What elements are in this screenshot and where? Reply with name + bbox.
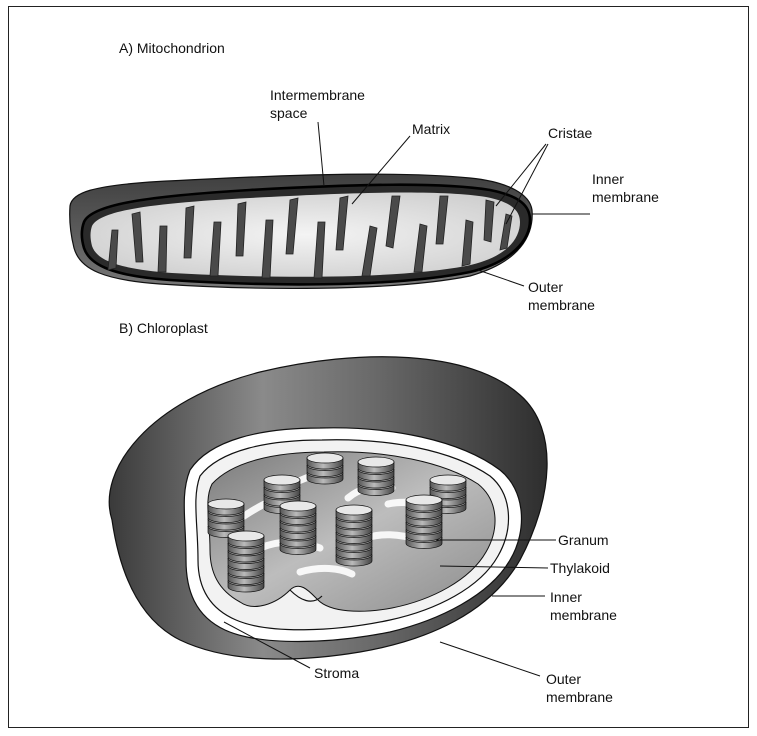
thylakoid-disk-top — [336, 505, 372, 515]
granum-stack — [228, 531, 264, 592]
panel-a-title: A) Mitochondrion — [119, 40, 225, 56]
label-stroma: Stroma — [314, 664, 359, 682]
label-cristae: Cristae — [548, 124, 592, 142]
label-matrix: Matrix — [412, 120, 450, 138]
granum-stack — [307, 453, 343, 484]
label-outer-membrane-a: Outer membrane — [528, 278, 595, 314]
label-inner-membrane-b: Inner membrane — [550, 588, 617, 624]
thylakoid-disk-top — [264, 475, 300, 485]
thylakoid-disk-top — [358, 457, 394, 467]
granum-stack — [358, 457, 394, 496]
thylakoid-disk-top — [228, 531, 264, 541]
thylakoid-disk-top — [406, 495, 442, 505]
granum-stack — [336, 505, 372, 566]
thylakoid-disk-top — [208, 499, 244, 509]
granum-stack — [280, 501, 316, 555]
thylakoid-disk-top — [280, 501, 316, 511]
label-intermembrane-space: Intermembrane space — [270, 86, 365, 122]
label-outer-membrane-b: Outer membrane — [546, 670, 613, 706]
label-thylakoid: Thylakoid — [550, 559, 610, 577]
thylakoid-disk-top — [430, 475, 466, 485]
label-granum: Granum — [558, 531, 609, 549]
chloroplast — [109, 357, 556, 676]
thylakoid-disk-top — [307, 453, 343, 463]
label-inner-membrane-a: Inner membrane — [592, 170, 659, 206]
mitochondrion — [70, 122, 590, 288]
panel-b-title: B) Chloroplast — [119, 320, 208, 336]
